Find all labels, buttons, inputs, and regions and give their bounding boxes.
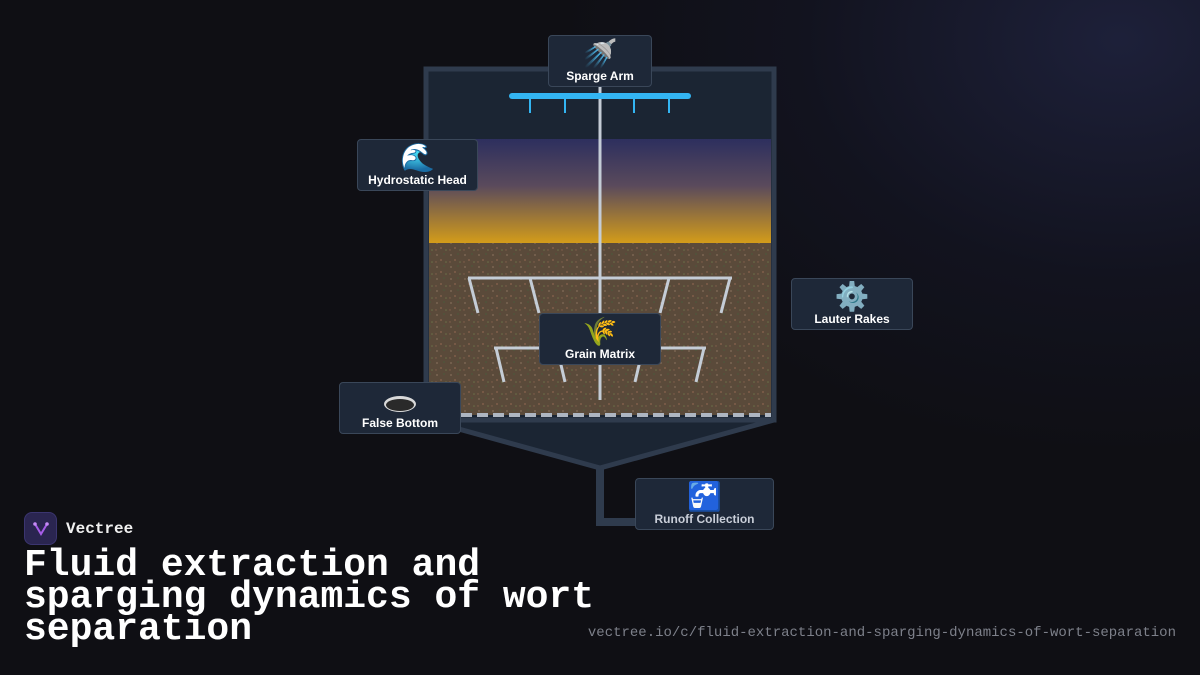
page-url[interactable]: vectree.io/c/fluid-extraction-and-spargi… [587,625,1176,641]
runoff-pipe [596,468,640,526]
rake-upper [467,276,732,314]
hydrostatic-head-label: 🌊 Hydrostatic Head [357,139,478,191]
disc-icon [384,396,416,412]
gear-icon: ⚙️ [834,280,870,313]
shower-icon: 🚿 [582,37,618,70]
wheat-icon: 🌾 [582,315,618,348]
false-bottom-label: False Bottom [339,382,461,434]
sparge-arm [509,93,691,113]
vessel-cone [423,417,777,471]
faucet-icon: 🚰 [687,480,722,513]
runoff-collection-label-text: Runoff Collection [654,512,755,526]
brand[interactable]: Vectree [24,512,133,545]
vectree-logo-icon [32,521,49,536]
brand-logo [24,512,57,545]
water-wave-icon: 🌊 [400,141,435,174]
lauter-rakes-label: ⚙️ Lauter Rakes [791,278,913,330]
runoff-collection-label: 🚰 Runoff Collection [635,478,774,530]
grain-matrix-label: 🌾 Grain Matrix [539,313,661,365]
brand-name: Vectree [66,519,134,538]
hydrostatic-head-label-text: Hydrostatic Head [368,173,467,187]
sparge-arm-label: 🚿 Sparge Arm [548,35,652,87]
page-title: Fluid extraction and sparging dynamics o… [24,544,595,651]
sparge-arm-label-text: Sparge Arm [566,69,634,83]
grain-matrix-label-text: Grain Matrix [564,347,636,361]
false-bottom-label-text: False Bottom [361,416,438,430]
lauter-rakes-label-text: Lauter Rakes [814,312,890,326]
